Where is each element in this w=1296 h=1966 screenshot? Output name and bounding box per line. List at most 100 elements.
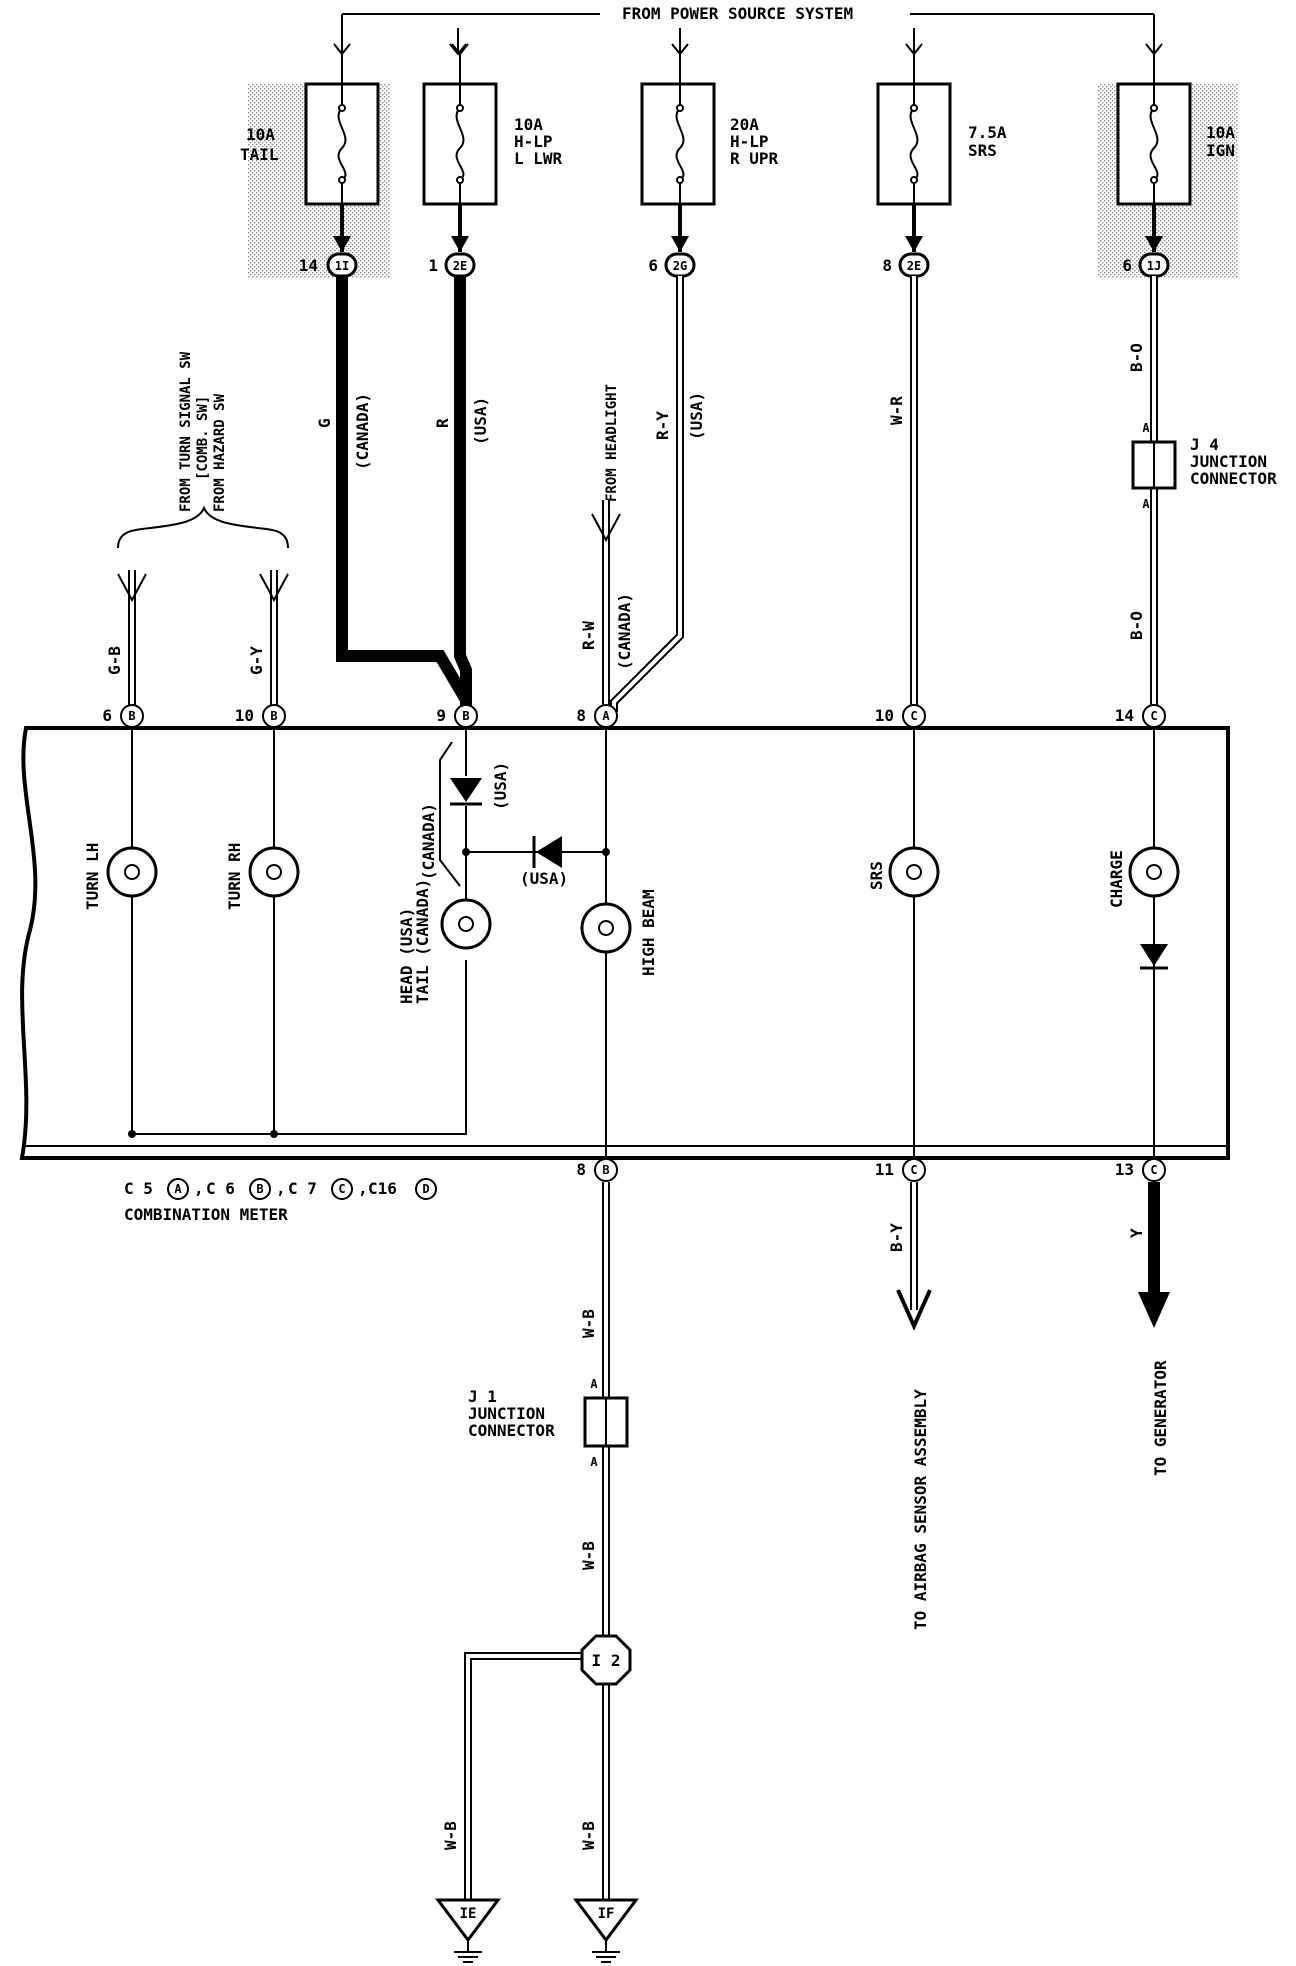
diode-usa-1: (USA) (450, 762, 510, 810)
svg-text:8: 8 (576, 1160, 586, 1179)
svg-text:W-B: W-B (441, 1821, 460, 1850)
diode-charge (1140, 896, 1168, 970)
svg-text:CONNECTOR: CONNECTOR (468, 1421, 555, 1440)
svg-text:IF: IF (598, 1906, 615, 1922)
power-source-label: FROM POWER SOURCE SYSTEM (622, 4, 853, 23)
to-generator-label: TO GENERATOR (1151, 1360, 1170, 1476)
wire-to-airbag: B-Y TO AIRBAG SENSOR ASSEMBLY (887, 1182, 932, 1630)
fuse-connector-ign: 1J 6 (1122, 252, 1170, 278)
svg-text:B: B (270, 709, 277, 723)
fuse-srs-name: SRS (968, 141, 997, 160)
svg-text:A: A (590, 1455, 598, 1469)
svg-text:I 2: I 2 (592, 1651, 621, 1670)
lamp-srs: SRS (867, 846, 940, 898)
svg-text:10: 10 (235, 706, 254, 725)
svg-text:B-Y: B-Y (887, 1223, 906, 1252)
fuse-srs: 7.5A SRS (876, 54, 1007, 206)
meter-pin-turn-rh: B 10 (235, 704, 286, 728)
fuse-connector-srs: 2E 8 (882, 252, 930, 278)
svg-text:A: A (602, 709, 610, 723)
svg-text:B-O: B-O (1127, 611, 1146, 640)
wire-srs: W-R (887, 276, 918, 712)
svg-text:(CANADA): (CANADA) (615, 593, 634, 670)
svg-text:C: C (910, 1163, 917, 1177)
svg-text:9: 9 (436, 706, 446, 725)
lamp-high-beam: HIGH BEAM (580, 889, 658, 976)
svg-text:G: G (315, 418, 334, 428)
from-turn-signal: FROM TURN SIGNAL SW [COMB. SW] FROM HAZA… (105, 351, 289, 712)
fuse-hlp-upr: 20A H-LP R UPR (640, 54, 779, 206)
combination-meter (19, 726, 1230, 1160)
svg-text:JUNCTION: JUNCTION (1190, 452, 1267, 471)
meter-pin-srs: C 10 (875, 704, 926, 728)
svg-text:C 6: C 6 (206, 1179, 235, 1198)
svg-text:,: , (194, 1179, 204, 1198)
svg-text:IE: IE (460, 1906, 477, 1922)
svg-text:6: 6 (102, 706, 112, 725)
svg-text:J 4: J 4 (1190, 435, 1219, 454)
meter-pin-turn-lh: B 6 (102, 704, 144, 728)
svg-text:FROM TURN SIGNAL SW: FROM TURN SIGNAL SW (178, 351, 194, 512)
svg-text:6: 6 (1122, 256, 1132, 275)
fuse-output-arrows (333, 204, 1163, 252)
svg-text:14: 14 (1115, 706, 1134, 725)
svg-text:HIGH BEAM: HIGH BEAM (639, 889, 658, 976)
wire-hlp-lwr: R (USA) (433, 276, 490, 712)
lamp-turn-rh: TURN RH (225, 843, 300, 910)
svg-text:Y: Y (1127, 1228, 1146, 1238)
meter-name: COMBINATION METER (124, 1205, 288, 1224)
meter-connector-legend: C 5 A , C 6 B , C 7 C , C16 D COMBINATIO… (124, 1178, 437, 1224)
wire-ign: B-O B-O (1127, 276, 1158, 712)
svg-text:G-B: G-B (105, 646, 124, 675)
svg-text:CONNECTOR: CONNECTOR (1190, 469, 1277, 488)
svg-text:6: 6 (648, 256, 658, 275)
fuse-hlp-lwr-amp: 10A (514, 115, 543, 134)
svg-text:C: C (1150, 709, 1157, 723)
junction-connector-j1: A A J 1 JUNCTION CONNECTOR (468, 1377, 629, 1469)
svg-text:8: 8 (882, 256, 892, 275)
svg-text:B: B (602, 1163, 609, 1177)
svg-text:C: C (910, 709, 917, 723)
fuse-ign-name: IGN (1206, 141, 1235, 160)
svg-text:1J: 1J (1147, 259, 1161, 273)
meter-pin-charge: C 14 (1115, 704, 1166, 728)
svg-text:B-O: B-O (1127, 343, 1146, 372)
wire-to-generator: Y TO GENERATOR (1127, 1182, 1170, 1476)
fuse-hlp-upr-amp: 20A (730, 115, 759, 134)
svg-text:14: 14 (299, 256, 318, 275)
svg-text:HEAD (USA): HEAD (USA) (397, 908, 416, 1004)
svg-text:SRS: SRS (867, 861, 886, 890)
svg-text:(CANADA): (CANADA) (419, 803, 438, 880)
wire-tail: G (CANADA) (315, 276, 472, 712)
svg-text:TURN RH: TURN RH (225, 843, 244, 910)
svg-text:C 5: C 5 (124, 1179, 153, 1198)
svg-text:C16: C16 (368, 1179, 397, 1198)
svg-text:(USA): (USA) (687, 392, 706, 440)
svg-text:(CANADA): (CANADA) (353, 393, 372, 470)
meter-pin-airbag: C 11 (875, 1158, 926, 1182)
fuse-tail-name: TAIL (240, 145, 279, 164)
svg-text:A: A (1142, 421, 1150, 435)
fuse-hlp-upr-name2: R UPR (730, 149, 779, 168)
svg-text:CHARGE: CHARGE (1107, 850, 1126, 908)
diode-usa-2: (USA) (520, 836, 568, 888)
svg-text:2E: 2E (907, 259, 921, 273)
junction-connector-j4: A A J 4 JUNCTION CONNECTOR (1131, 421, 1277, 511)
svg-text:W-B: W-B (579, 1821, 598, 1850)
fuse-srs-amp: 7.5A (968, 123, 1007, 142)
svg-text:JUNCTION: JUNCTION (468, 1404, 545, 1423)
fuse-hlp-lwr: 10A H-LP L LWR (422, 43, 563, 206)
meter-pin-high-beam: A 8 (576, 704, 618, 728)
svg-text:R-W: R-W (579, 621, 598, 650)
splice-i2: I 2 (580, 1634, 632, 1686)
svg-text:J 1: J 1 (468, 1387, 497, 1406)
fuse-hlp-upr-name1: H-LP (730, 132, 769, 151)
svg-text:8: 8 (576, 706, 586, 725)
lamp-turn-lh: TURN LH (83, 843, 158, 910)
to-airbag-label: TO AIRBAG SENSOR ASSEMBLY (911, 1389, 930, 1630)
fuse-tail-amp: 10A (246, 125, 275, 144)
svg-text:C: C (1150, 1163, 1157, 1177)
ground-ie: IE (435, 1898, 501, 1963)
svg-text:[COMB. SW]: [COMB. SW] (195, 396, 211, 480)
